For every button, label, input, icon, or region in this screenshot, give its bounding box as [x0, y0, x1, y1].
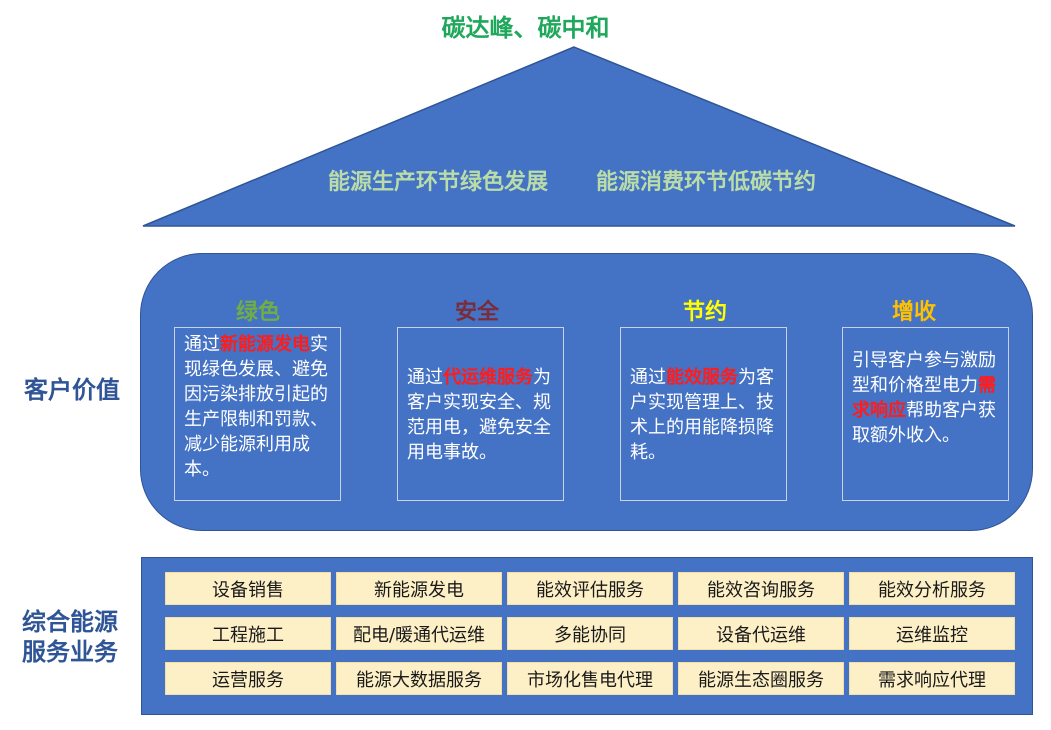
business-label-line2: 服务业务	[22, 638, 118, 666]
service-cell: 能源大数据服务	[336, 662, 502, 695]
desc-highlight: 代运维服务	[443, 367, 533, 388]
desc-prefix: 通过	[407, 367, 443, 388]
desc-prefix: 通过	[184, 334, 220, 355]
pillar-heading-green: 绿色	[235, 300, 280, 325]
customer-value-label: 客户价值	[24, 376, 120, 404]
desc-suffix: 为客户实现安全、规范用电，避免安全用电事故。	[407, 367, 551, 463]
service-cell: 设备销售	[165, 572, 331, 605]
service-cell: 能效评估服务	[507, 572, 673, 605]
roof-triangle	[142, 46, 1016, 227]
service-cell: 能源生态圈服务	[678, 662, 844, 695]
service-cell: 需求响应代理	[849, 662, 1015, 695]
pillar-desc-green: 通过新能源发电实现绿色发展、避免因污染排放引起的生产限制和罚款、减少能源利用成本…	[174, 327, 341, 501]
pillar-heading-saving: 节约	[682, 300, 727, 325]
pillar-desc-income: 引导客户参与激励型和价格型电力需求响应帮助客户获取额外收入。	[842, 327, 1009, 501]
service-cell: 配电/暖通代运维	[336, 617, 502, 650]
service-cell: 市场化售电代理	[507, 662, 673, 695]
desc-suffix: 帮助客户获取额外收入。	[852, 400, 996, 446]
business-label-line1: 综合能源	[22, 608, 118, 636]
desc-highlight: 新能源发电	[220, 334, 310, 355]
desc-prefix: 引导客户参与激励型和价格型电力	[852, 350, 996, 396]
desc-highlight: 需求响应	[852, 375, 996, 421]
roof-text-production: 能源生产环节绿色发展	[328, 170, 549, 195]
service-cell: 运维监控	[849, 617, 1015, 650]
roof-shape	[142, 46, 1016, 227]
desc-suffix: 为客户实现管理上、技术上的用能降损降耗。	[630, 367, 774, 463]
service-cell: 设备代运维	[678, 617, 844, 650]
desc-suffix: 实现绿色发展、避免因污染排放引起的生产限制和罚款、减少能源利用成本。	[184, 334, 328, 480]
desc-prefix: 通过	[630, 367, 666, 388]
service-cell: 工程施工	[165, 617, 331, 650]
desc-highlight: 能效服务	[666, 367, 738, 388]
customer-value-panel	[140, 253, 1033, 531]
pillar-heading-safety: 安全	[454, 300, 499, 325]
service-cell: 多能协同	[507, 617, 673, 650]
business-label: 综合能源 服务业务	[6, 607, 134, 667]
service-cell: 运营服务	[165, 662, 331, 695]
roof-text-consumption: 能源消费环节低碳节约	[596, 170, 817, 195]
pillar-desc-safety: 通过代运维服务为客户实现安全、规范用电，避免安全用电事故。	[397, 327, 564, 501]
pillar-desc-saving: 通过能效服务为客户实现管理上、技术上的用能降损降耗。	[620, 327, 787, 501]
pillar-heading-income: 增收	[891, 300, 936, 325]
service-cell: 新能源发电	[336, 572, 502, 605]
service-cell: 能效分析服务	[849, 572, 1015, 605]
top-title: 碳达峰、碳中和	[441, 14, 610, 42]
service-cell: 能效咨询服务	[678, 572, 844, 605]
